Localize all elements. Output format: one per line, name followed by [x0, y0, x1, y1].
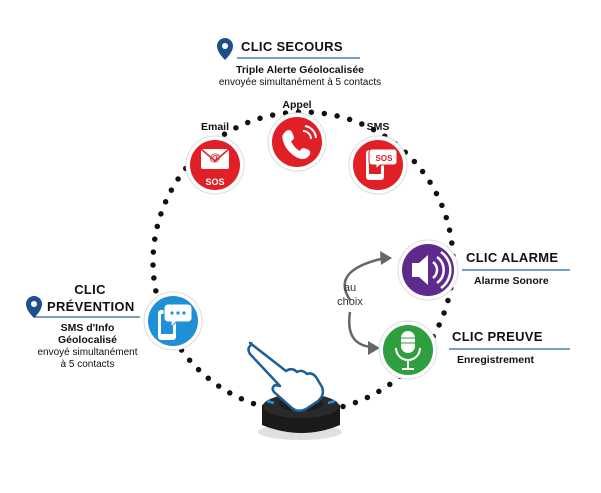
prevention-detail-line1: envoyé simultanément — [37, 347, 138, 358]
secours-subtitle: Triple Alerte Géolocalisée — [236, 64, 364, 76]
choice-line2: choix — [337, 296, 363, 308]
prevention-detail-line2: à 5 contacts — [60, 359, 115, 370]
alarme-title: CLIC ALARME — [466, 250, 559, 265]
prevention-title-line2: PRÉVENTION — [47, 299, 135, 314]
prevention-title-line1: CLIC — [74, 282, 106, 297]
phone-call-icon — [267, 112, 327, 172]
hand-pointer-icon — [247, 341, 325, 412]
svg-text:SOS: SOS — [376, 154, 394, 163]
sms-label: SMS — [366, 121, 390, 133]
prevention-subtitle-line2: Géolocalisé — [58, 334, 117, 346]
choice-line1: au — [343, 282, 357, 294]
secours-detail: envoyée simultanément à 5 contacts — [218, 77, 382, 88]
appel-label: Appel — [282, 99, 312, 111]
phone-message-icon — [143, 291, 203, 351]
prevention-subtitle-line1: SMS d'Info — [60, 322, 115, 334]
svg-text:SOS: SOS — [205, 177, 224, 187]
email-label: Email — [200, 121, 229, 133]
alarme-subtitle: Alarme Sonore — [474, 275, 549, 287]
preuve-subtitle: Enregistrement — [457, 354, 535, 366]
speaker-icon — [397, 239, 459, 301]
secours-title: CLIC SECOURS — [241, 39, 343, 54]
location-pin-icon — [26, 296, 42, 318]
microphone-icon — [378, 320, 438, 380]
sms-sos-icon: SOS — [348, 135, 408, 195]
choice-arrows-icon — [343, 256, 386, 349]
location-pin-icon — [217, 38, 233, 60]
preuve-title: CLIC PREUVE — [452, 329, 543, 344]
email-sos-icon: @ SOS — [185, 135, 245, 195]
svg-text:@: @ — [210, 152, 221, 164]
